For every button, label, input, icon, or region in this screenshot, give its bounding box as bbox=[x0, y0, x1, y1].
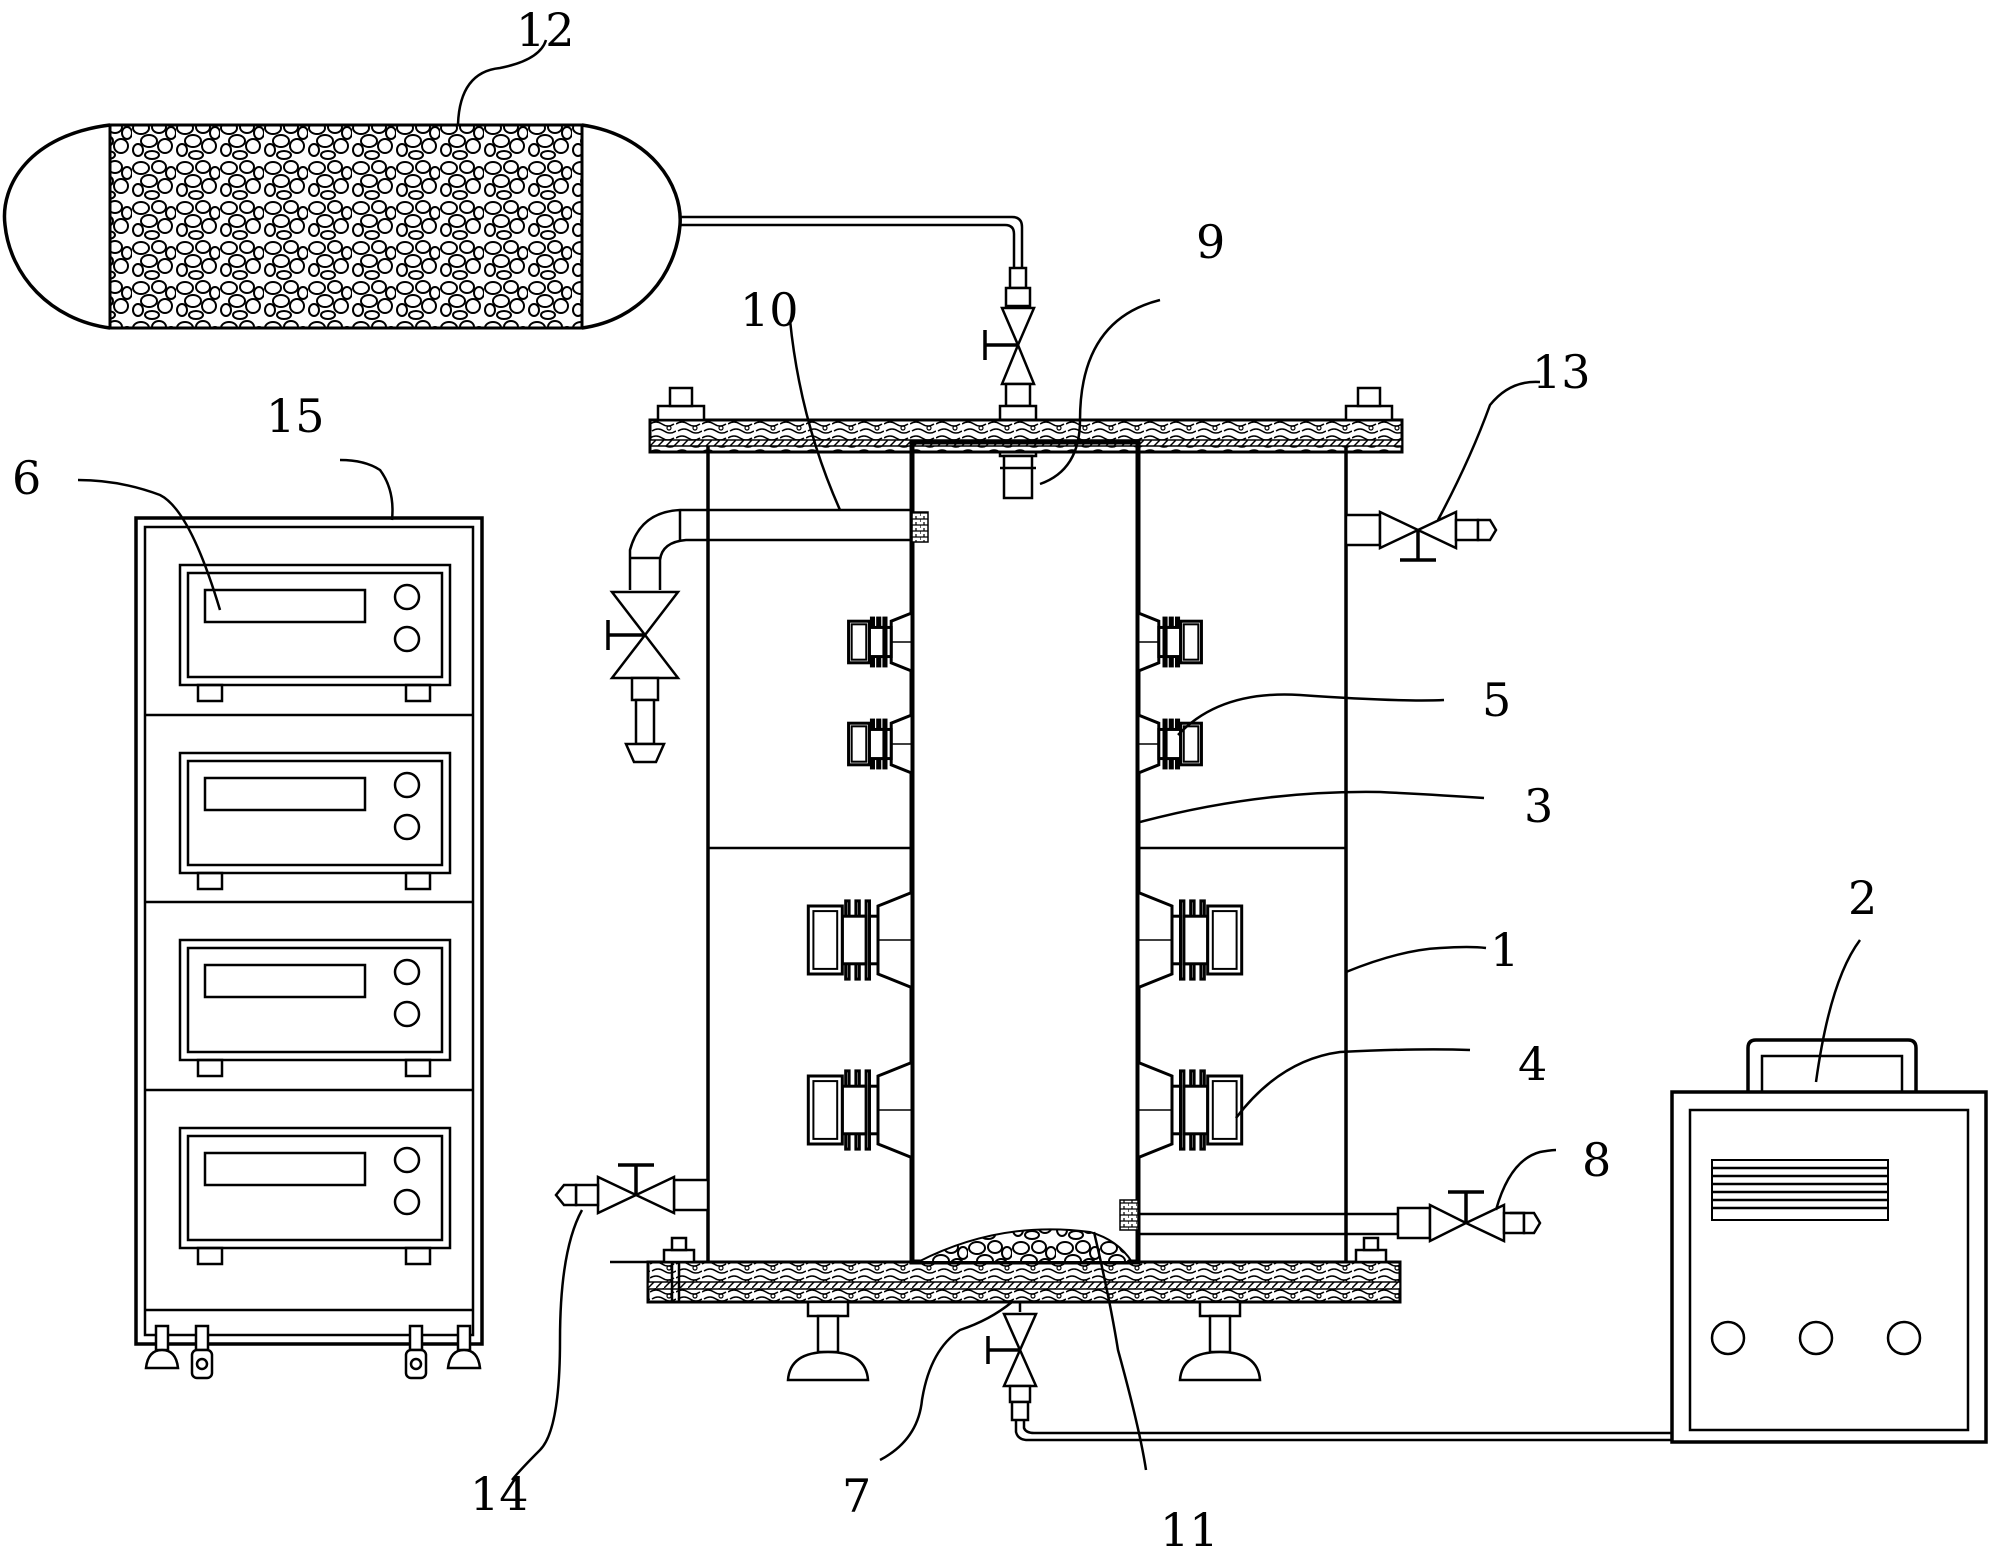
sensor-left-small-1 bbox=[847, 610, 914, 674]
display-screen bbox=[203, 963, 367, 999]
label-9: 9 bbox=[1196, 215, 1225, 269]
sensor-right-large-1 bbox=[1136, 890, 1244, 990]
label-7: 7 bbox=[842, 1469, 871, 1523]
part-labels: 12 9 10 13 15 6 5 3 1 2 4 8 14 7 11 bbox=[12, 3, 1877, 1557]
label-3: 3 bbox=[1524, 779, 1553, 833]
label-4: 4 bbox=[1518, 1037, 1547, 1091]
rack-instrument-unit bbox=[145, 713, 473, 891]
right-lower-outlet bbox=[1138, 1190, 1542, 1244]
outer-vessel bbox=[706, 446, 1348, 1262]
sensor-left-small-2 bbox=[847, 712, 914, 776]
label-8: 8 bbox=[1582, 1133, 1611, 1187]
vent-grille bbox=[1711, 1159, 1889, 1221]
label-12: 12 bbox=[516, 3, 575, 57]
pebble-tank bbox=[2, 123, 682, 330]
sensor-left-large-1 bbox=[806, 890, 914, 990]
top-valve bbox=[983, 306, 1038, 500]
leader-lines bbox=[77, 39, 1862, 1481]
bottom-valve bbox=[986, 1302, 1672, 1442]
left-upper-pipe bbox=[606, 508, 912, 764]
left-lower-outlet bbox=[554, 1163, 710, 1215]
rack-instrument-unit bbox=[145, 900, 473, 1078]
label-2: 2 bbox=[1848, 871, 1877, 925]
inner-vessel bbox=[909, 439, 1141, 1265]
knob-2 bbox=[1798, 1320, 1834, 1356]
right-upper-outlet bbox=[1344, 510, 1498, 562]
display-screen bbox=[203, 1151, 367, 1187]
knob-1 bbox=[1710, 1320, 1746, 1356]
rack-casters bbox=[144, 1324, 482, 1380]
label-10: 10 bbox=[740, 283, 799, 337]
controller-box bbox=[1670, 1038, 1988, 1444]
sensor-right-small-2 bbox=[1136, 712, 1203, 776]
feed-pipe bbox=[679, 215, 1032, 308]
label-14: 14 bbox=[470, 1467, 529, 1521]
knob-3 bbox=[1886, 1320, 1922, 1356]
sensor-right-large-2 bbox=[1136, 1060, 1244, 1160]
label-5: 5 bbox=[1482, 673, 1511, 727]
label-13: 13 bbox=[1532, 345, 1591, 399]
instrument-rack bbox=[134, 516, 484, 1380]
label-6: 6 bbox=[12, 451, 41, 505]
label-1: 1 bbox=[1490, 923, 1519, 977]
sensor-left-large-2 bbox=[806, 1060, 914, 1160]
label-11: 11 bbox=[1160, 1503, 1219, 1557]
display-screen bbox=[203, 588, 367, 624]
sensor-group bbox=[806, 610, 1244, 1160]
sensor-right-small-1 bbox=[1136, 610, 1203, 674]
rack-instrument-unit bbox=[145, 1088, 473, 1266]
label-15: 15 bbox=[266, 389, 325, 443]
display-screen bbox=[203, 776, 367, 812]
rack-instrument-unit bbox=[178, 563, 452, 703]
